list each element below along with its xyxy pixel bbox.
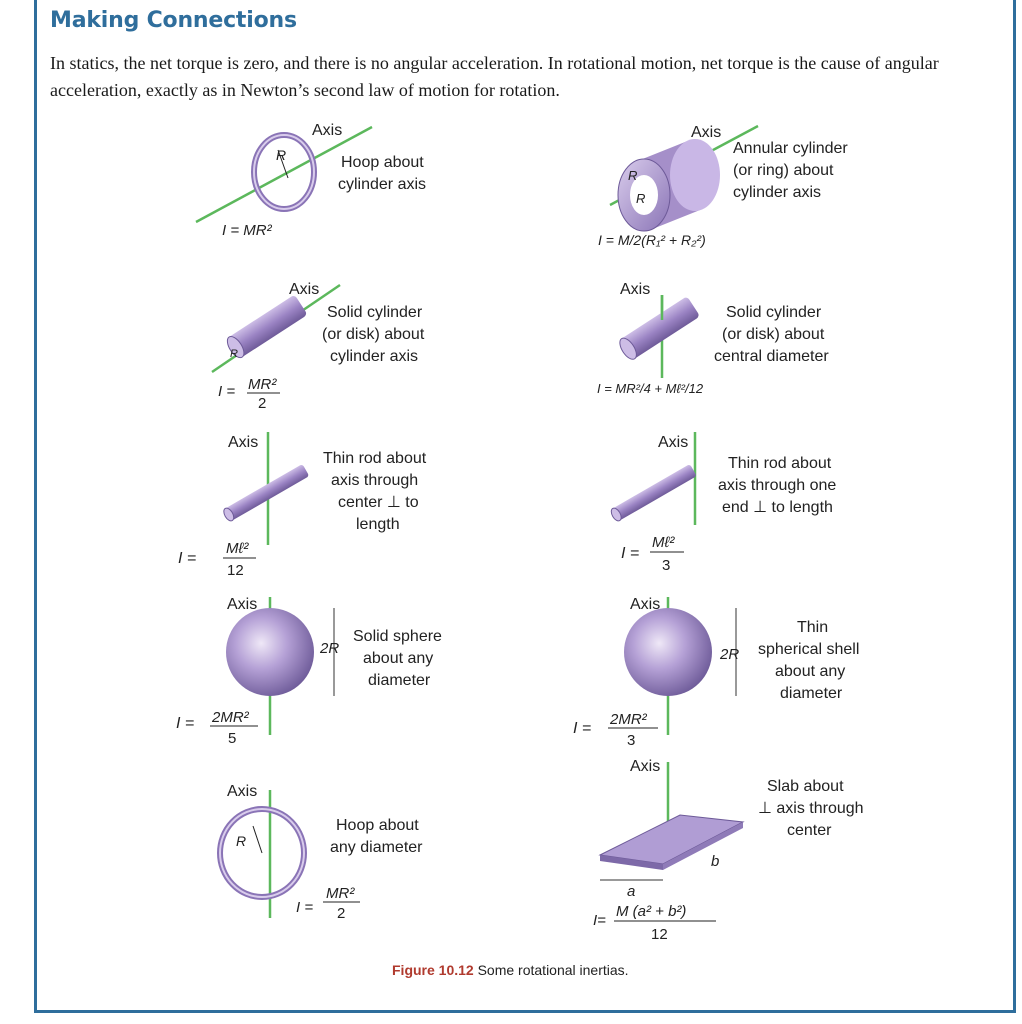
hoop-cylinder-axis-diagram: R Axis Hoop about cylinder axis I = MR² xyxy=(195,122,426,239)
svg-text:3: 3 xyxy=(627,732,635,749)
svg-text:I =: I = xyxy=(296,899,313,916)
hoop-diameter-diagram: R Axis Hoop about any diameter I = MR² 2 xyxy=(217,783,423,922)
svg-text:R: R xyxy=(636,191,645,206)
solid-cylinder-axis-label-3: cylinder axis xyxy=(330,348,418,365)
svg-text:I =: I = xyxy=(573,720,591,737)
hoop-cylinder-label-1: Hoop about xyxy=(341,154,424,171)
solid-cylinder-diameter-diagram: Axis Solid cylinder (or disk) about cent… xyxy=(597,281,829,396)
shell-label-1: Thin xyxy=(797,619,828,636)
svg-text:2R: 2R xyxy=(719,646,739,663)
rod-center-label-3: center ⊥ to xyxy=(338,494,419,511)
shell-label-3: about any xyxy=(775,663,845,680)
solid-cylinder-diam-label-2: (or disk) about xyxy=(722,326,825,343)
content-frame xyxy=(34,0,1016,1013)
svg-text:a: a xyxy=(627,883,635,900)
figure-caption: Figure 10.12 Some rotational inertias. xyxy=(392,962,629,978)
svg-text:5: 5 xyxy=(228,730,236,747)
annular-label-1: Annular cylinder xyxy=(733,140,848,157)
shell-label-4: diameter xyxy=(780,685,843,702)
svg-text:R: R xyxy=(276,147,286,163)
svg-text:R: R xyxy=(230,348,238,360)
solid-cylinder-diam-label-1: Solid cylinder xyxy=(726,304,822,321)
svg-text:I = MR²: I = MR² xyxy=(222,222,273,239)
solid-sphere-diagram: 2R Axis Solid sphere about any diameter … xyxy=(176,596,442,747)
rod-end-label-1: Thin rod about xyxy=(728,455,832,472)
svg-text:I =: I = xyxy=(621,545,639,562)
rod-end-label-2: axis through one xyxy=(718,477,836,494)
hoop-cylinder-label-2: cylinder axis xyxy=(338,176,426,193)
slab-label-2: ⊥ axis through xyxy=(758,800,864,817)
solid-sphere-label-1: Solid sphere xyxy=(353,628,442,645)
slab-label-3: center xyxy=(787,822,832,839)
svg-text:R: R xyxy=(628,168,637,183)
svg-text:I =: I = xyxy=(176,715,194,732)
svg-text:12: 12 xyxy=(227,562,244,579)
rod-center-label-2: axis through xyxy=(331,472,418,489)
svg-text:I = M/2(R₁² + R₂²): I = M/2(R₁² + R₂²) xyxy=(598,232,706,248)
solid-cylinder-axis-label-1: Solid cylinder xyxy=(327,304,423,321)
solid-sphere-label-2: about any xyxy=(363,650,433,667)
svg-text:Mℓ²: Mℓ² xyxy=(652,534,675,551)
svg-text:Axis: Axis xyxy=(630,596,660,613)
intro-paragraph: In statics, the net torque is zero, and … xyxy=(50,53,939,100)
svg-text:Mℓ²: Mℓ² xyxy=(226,540,249,557)
rod-end-label-3: end ⊥ to length xyxy=(722,499,833,516)
rod-center-label-1: Thin rod about xyxy=(323,450,427,467)
spherical-shell-diagram: 2R Axis Thin spherical shell about any d… xyxy=(573,596,859,749)
svg-text:Axis: Axis xyxy=(227,596,257,613)
svg-text:2MR²: 2MR² xyxy=(609,711,648,728)
annular-label-2: (or ring) about xyxy=(733,162,834,179)
figure-caption-text: Some rotational inertias. xyxy=(477,962,629,978)
axis-label: Axis xyxy=(312,122,342,139)
hoop-diameter-label-1: Hoop about xyxy=(336,817,419,834)
svg-text:I = MR²/4 + Mℓ²/12: I = MR²/4 + Mℓ²/12 xyxy=(597,381,704,396)
svg-text:b: b xyxy=(711,853,719,870)
thin-rod-end-diagram: Axis Thin rod about axis through one end… xyxy=(610,432,836,574)
svg-text:Axis: Axis xyxy=(658,434,688,451)
svg-text:Axis: Axis xyxy=(620,281,650,298)
svg-text:I =: I = xyxy=(178,550,196,567)
svg-text:MR²: MR² xyxy=(326,885,355,902)
solid-cylinder-axis-label-2: (or disk) about xyxy=(322,326,425,343)
rod-center-label-4: length xyxy=(356,516,400,533)
shell-label-2: spherical shell xyxy=(758,641,859,658)
svg-text:I=: I= xyxy=(593,912,606,929)
annular-label-3: cylinder axis xyxy=(733,184,821,201)
slab-diagram: a b Axis Slab about ⊥ axis through cente… xyxy=(593,758,864,943)
svg-text:Axis: Axis xyxy=(228,434,258,451)
svg-text:2: 2 xyxy=(337,905,345,922)
svg-text:Axis: Axis xyxy=(691,124,721,141)
svg-text:12: 12 xyxy=(651,926,668,943)
figure-number: Figure 10.12 xyxy=(392,962,474,978)
slab-label-1: Slab about xyxy=(767,778,844,795)
solid-cylinder-diam-label-3: central diameter xyxy=(714,348,829,365)
solid-sphere-label-3: diameter xyxy=(368,672,431,689)
svg-text:M (a² + b²): M (a² + b²) xyxy=(616,903,686,920)
svg-text:2MR²: 2MR² xyxy=(211,709,250,726)
svg-text:MR²: MR² xyxy=(248,376,277,393)
svg-text:R: R xyxy=(236,833,246,849)
svg-text:Axis: Axis xyxy=(289,281,319,298)
svg-text:I =: I = xyxy=(218,383,235,400)
svg-text:Axis: Axis xyxy=(227,783,257,800)
hoop-diameter-label-2: any diameter xyxy=(330,839,423,856)
section-title: Making Connections xyxy=(50,8,297,33)
svg-text:3: 3 xyxy=(662,557,670,574)
svg-text:Axis: Axis xyxy=(630,758,660,775)
thin-rod-center-diagram: Axis Thin rod about axis through center … xyxy=(178,432,427,579)
svg-text:2R: 2R xyxy=(319,640,339,657)
solid-cylinder-axis-diagram: R Axis Solid cylinder (or disk) about cy… xyxy=(211,281,425,412)
svg-text:2: 2 xyxy=(258,395,266,412)
annular-cylinder-diagram: R R Axis Annular cylinder (or ring) abou… xyxy=(598,124,848,248)
